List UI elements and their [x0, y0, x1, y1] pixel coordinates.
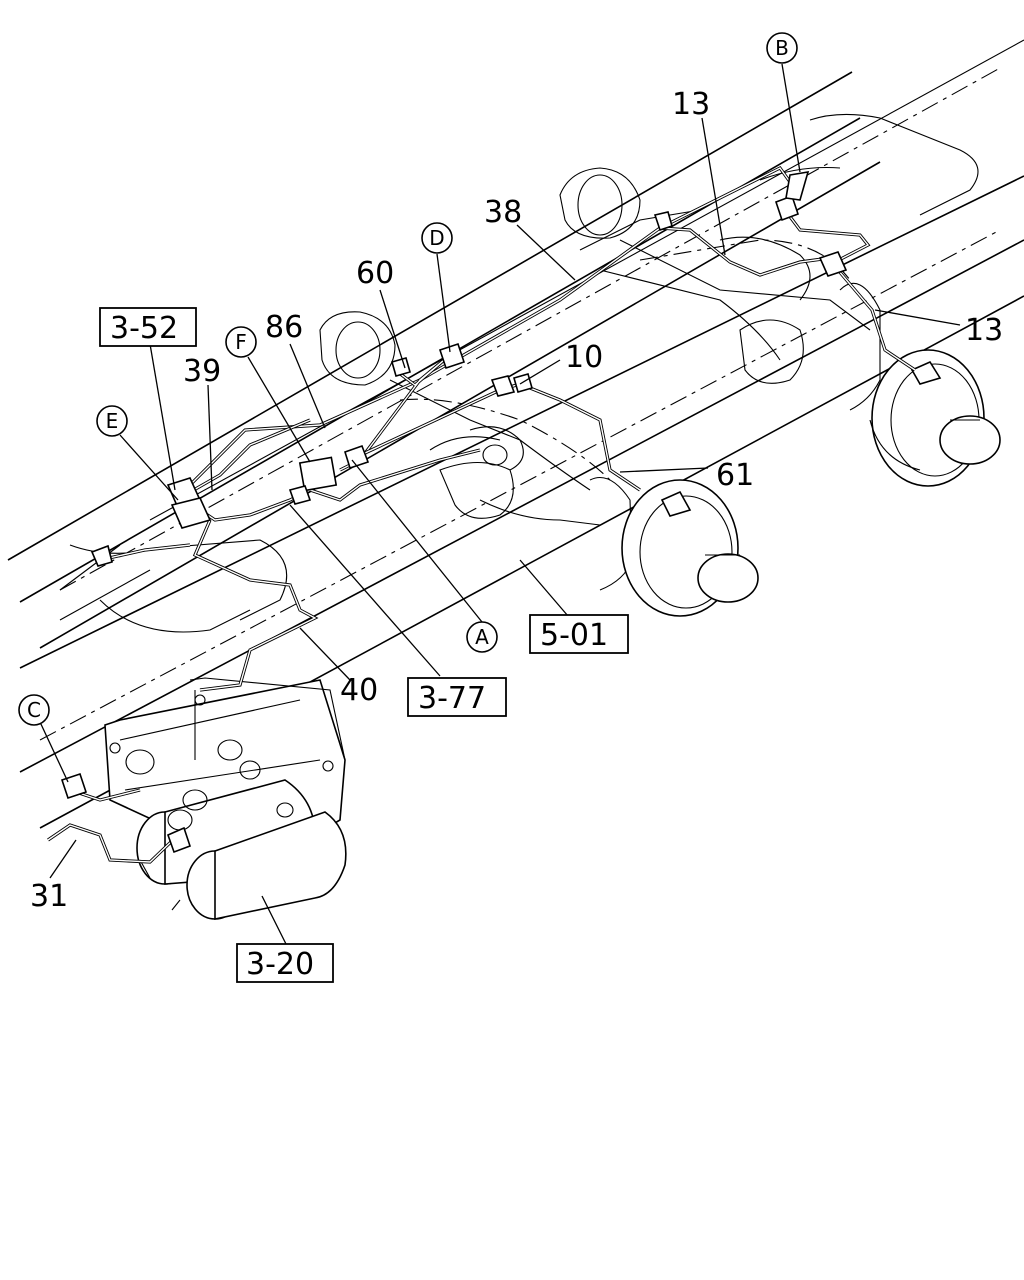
- ref-5-01: 5-01: [540, 618, 608, 653]
- callout-86: 86: [265, 310, 303, 345]
- callout-39: 39: [183, 354, 221, 389]
- fittings: [60, 171, 848, 854]
- callout-60: 60: [356, 256, 394, 291]
- connector-c: C: [27, 698, 41, 722]
- connector-e: E: [106, 409, 119, 433]
- ref-3-20: 3-20: [246, 947, 314, 982]
- ref-3-77: 3-77: [418, 681, 486, 716]
- callout-10: 10: [565, 340, 603, 375]
- callout-13-upper: 13: [672, 87, 710, 122]
- connector-a: A: [475, 625, 489, 649]
- connector-f: F: [235, 330, 247, 354]
- callout-40: 40: [340, 673, 378, 708]
- callout-31: 31: [30, 879, 68, 914]
- callout-38: 38: [484, 195, 522, 230]
- rear-axle-rear: [559, 167, 1001, 487]
- callout-61: 61: [716, 458, 754, 493]
- reference-boxes: 3-52 3-77 5-01 3-20: [99, 307, 629, 983]
- connector-markers: B D F E A C: [18, 32, 798, 726]
- connector-b: B: [775, 36, 789, 60]
- ref-3-52: 3-52: [110, 311, 178, 346]
- callout-labels: 13 38 60 86 39 13 10 61 40 31: [30, 87, 1003, 914]
- connector-d: D: [429, 226, 444, 250]
- chassis-frame: [7, 39, 1024, 829]
- callout-13-right: 13: [965, 313, 1003, 348]
- rear-axle-front: [319, 311, 759, 617]
- leader-lines: [39, 63, 961, 945]
- air-tank-assembly: [104, 677, 347, 920]
